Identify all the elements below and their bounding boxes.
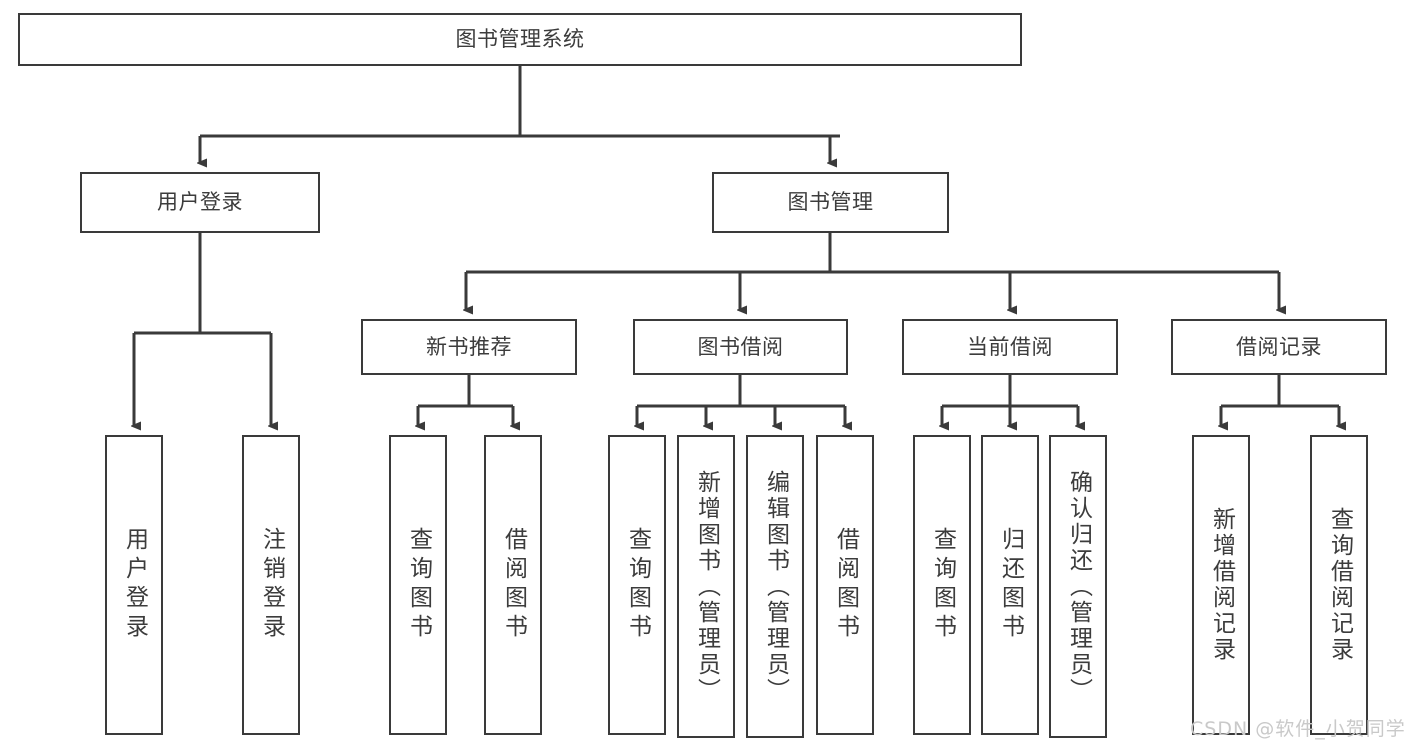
node-leaf-query-record[interactable]: 查询借阅记录 [1310,435,1368,735]
node-borrow-record[interactable]: 借阅记录 [1171,319,1387,375]
node-leaf-edit-book-label: 编辑图书（管理员） [762,469,789,704]
node-leaf-edit-book[interactable]: 编辑图书（管理员） [746,435,804,738]
node-book-management-label: 图书管理 [787,190,874,215]
node-user-login[interactable]: 用户登录 [80,172,320,233]
node-leaf-borrow-book-1-label: 借阅图书 [500,527,527,643]
node-leaf-add-record[interactable]: 新增借阅记录 [1192,435,1250,735]
node-book-management[interactable]: 图书管理 [712,172,949,233]
node-leaf-query-book-1[interactable]: 查询图书 [389,435,447,735]
node-book-borrow-label: 图书借阅 [697,334,784,359]
node-current-borrow-label: 当前借阅 [967,334,1053,359]
node-borrow-record-label: 借阅记录 [1236,334,1322,359]
node-leaf-return-book-label: 归还图书 [997,527,1024,643]
node-leaf-return-book[interactable]: 归还图书 [981,435,1039,735]
node-root[interactable]: 图书管理系统 [18,13,1022,66]
node-leaf-confirm-return[interactable]: 确认归还（管理员） [1049,435,1107,738]
node-user-login-label: 用户登录 [157,190,243,215]
node-leaf-borrow-book-2-label: 借阅图书 [832,527,859,643]
node-leaf-confirm-return-label: 确认归还（管理员） [1065,469,1092,704]
node-new-book-recommend[interactable]: 新书推荐 [361,319,577,375]
node-leaf-add-book[interactable]: 新增图书（管理员） [677,435,735,738]
node-leaf-add-record-label: 新增借阅记录 [1208,507,1235,663]
node-leaf-query-book-3-label: 查询图书 [929,527,956,643]
node-leaf-query-book-1-label: 查询图书 [405,527,432,643]
node-new-book-recommend-label: 新书推荐 [426,334,512,359]
node-leaf-user-login-label: 用户登录 [121,527,148,643]
node-leaf-query-book-2-label: 查询图书 [624,527,651,643]
node-leaf-borrow-book-1[interactable]: 借阅图书 [484,435,542,735]
node-leaf-query-book-2[interactable]: 查询图书 [608,435,666,735]
node-leaf-user-logout-label: 注销登录 [258,527,285,643]
node-leaf-user-login[interactable]: 用户登录 [105,435,163,735]
node-root-label: 图书管理系统 [455,27,585,52]
node-leaf-query-book-3[interactable]: 查询图书 [913,435,971,735]
node-current-borrow[interactable]: 当前借阅 [902,319,1118,375]
node-leaf-borrow-book-2[interactable]: 借阅图书 [816,435,874,735]
csdn-watermark: CSDN @软件_小贺同学 [1190,718,1405,740]
node-leaf-user-logout[interactable]: 注销登录 [242,435,300,735]
node-leaf-add-book-label: 新增图书（管理员） [693,469,720,704]
node-leaf-query-record-label: 查询借阅记录 [1326,507,1353,663]
node-book-borrow[interactable]: 图书借阅 [633,319,848,375]
